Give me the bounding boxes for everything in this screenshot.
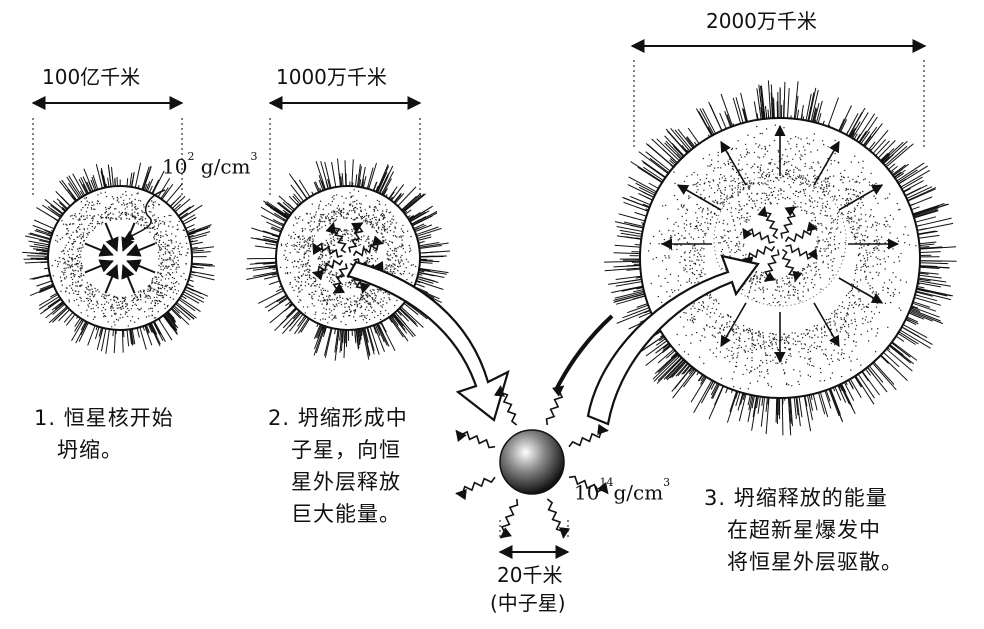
stage3-star — [604, 80, 957, 436]
stage2-wavy-arrows — [311, 221, 385, 295]
energy-arrow-to-neutron-star — [346, 260, 510, 422]
stage1-star — [22, 162, 215, 354]
caption-step3-line: 3. 坍缩释放的能量 — [704, 486, 888, 510]
neutron-star-label: (中子星) — [490, 591, 566, 615]
stage2-spiky-edge — [246, 158, 451, 361]
stage1-stipple — [51, 191, 189, 328]
caption-step1-line: 1. 恒星核开始 — [34, 406, 174, 430]
stage2-star — [246, 158, 451, 361]
stage3-spiky-edge — [604, 80, 957, 436]
stage3-dimension-label: 2000万千米 — [706, 9, 817, 33]
caption-step2-line: 星外层释放 — [268, 470, 402, 494]
caption-step2-line: 2. 坍缩形成中 — [268, 406, 408, 430]
energy-arrow-to-stage3 — [554, 254, 760, 426]
caption-step2-line: 子星，向恒 — [268, 438, 402, 462]
core-density-label: 102 g/cm3 — [162, 150, 258, 179]
density-leader-line — [123, 189, 166, 241]
caption-step1: 1. 恒星核开始 坍缩。 — [34, 402, 174, 466]
neutron-star-wavy-arrows — [455, 385, 609, 539]
caption-step3-line: 在超新星爆发中 — [704, 518, 882, 542]
stage2-dimension-label: 1000万千米 — [276, 65, 387, 89]
dimension-lines — [31, 39, 927, 559]
caption-step1-line: 坍缩。 — [34, 438, 124, 462]
caption-step2-line: 巨大能量。 — [268, 502, 402, 526]
stage1-spiky-edge — [22, 162, 215, 354]
caption-step2: 2. 坍缩形成中 子星，向恒 星外层释放 巨大能量。 — [268, 402, 408, 530]
stage3-wavy-arrows — [741, 205, 819, 283]
stage3-stipple — [647, 124, 917, 390]
stage3-outward-arrows — [660, 124, 900, 364]
neutron-dimension-label: 20千米 — [497, 563, 563, 587]
stage1-dimension-label: 100亿千米 — [42, 65, 141, 89]
caption-step3-line: 将恒星外层驱散。 — [704, 550, 904, 574]
caption-step3: 3. 坍缩释放的能量 在超新星爆发中 将恒星外层驱散。 — [704, 482, 903, 578]
neutron-density-label: 1014g/cm3 — [574, 476, 671, 505]
stage1-inward-arrows — [84, 222, 156, 294]
neutron-star — [455, 385, 609, 539]
